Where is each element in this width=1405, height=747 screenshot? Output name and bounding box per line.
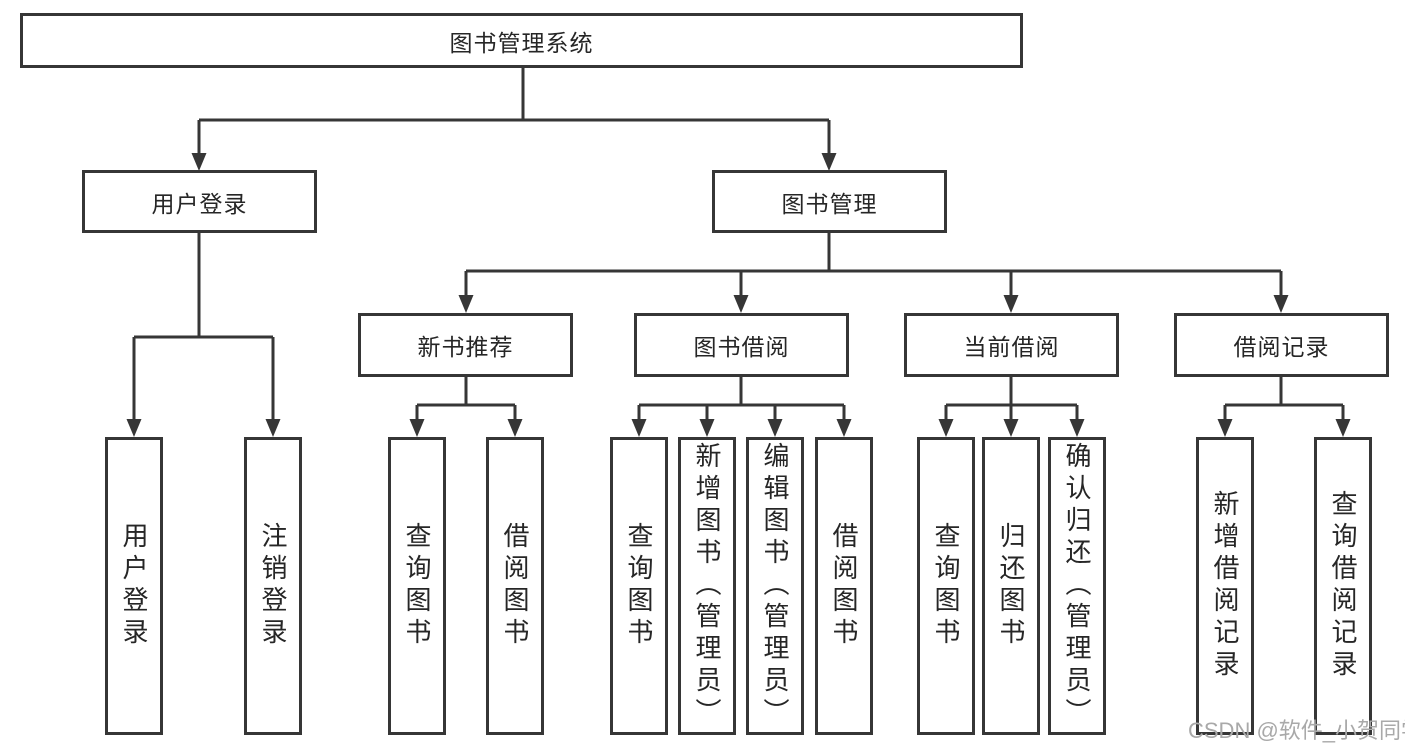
leaf-logout-label: 注销登录 bbox=[258, 522, 288, 650]
node-borrowing-records: 借阅记录 bbox=[1174, 313, 1389, 377]
leaf-user-login: 用户登录 bbox=[105, 437, 163, 735]
leaf-add-borrow-record: 新增借阅记录 bbox=[1196, 437, 1254, 735]
leaf-query-books-recommend: 查询图书 bbox=[388, 437, 446, 735]
csdn-watermark: CSDN @软件_小贺同学 bbox=[1188, 718, 1405, 743]
leaf-query-books-borrowing-label: 查询图书 bbox=[624, 522, 654, 650]
leaf-add-books-admin: 新增图书（管理员） bbox=[678, 437, 736, 735]
leaf-borrow-books-recommend: 借阅图书 bbox=[486, 437, 544, 735]
leaf-add-borrow-record-label: 新增借阅记录 bbox=[1210, 490, 1240, 682]
leaf-query-books-current: 查询图书 bbox=[917, 437, 975, 735]
leaf-query-books-current-label: 查询图书 bbox=[931, 522, 961, 650]
leaf-confirm-return-admin: 确认归还（管理员） bbox=[1048, 437, 1106, 735]
node-user-login: 用户登录 bbox=[82, 170, 317, 233]
node-library-management-system: 图书管理系统 bbox=[20, 13, 1023, 68]
leaf-confirm-return-admin-label: 确认归还（管理员） bbox=[1062, 442, 1092, 730]
leaf-query-borrow-record: 查询借阅记录 bbox=[1314, 437, 1372, 735]
node-new-book-recommendation: 新书推荐 bbox=[358, 313, 573, 377]
leaf-query-books-recommend-label: 查询图书 bbox=[402, 522, 432, 650]
node-book-management: 图书管理 bbox=[712, 170, 947, 233]
leaf-return-books: 归还图书 bbox=[982, 437, 1040, 735]
leaf-edit-books-admin: 编辑图书（管理员） bbox=[746, 437, 804, 735]
leaf-borrow-books-recommend-label: 借阅图书 bbox=[500, 522, 530, 650]
leaf-borrow-books-borrowing: 借阅图书 bbox=[815, 437, 873, 735]
leaf-query-borrow-record-label: 查询借阅记录 bbox=[1328, 490, 1358, 682]
leaf-logout: 注销登录 bbox=[244, 437, 302, 735]
arrowheads bbox=[126, 153, 1351, 437]
node-current-borrowing: 当前借阅 bbox=[904, 313, 1119, 377]
leaf-return-books-label: 归还图书 bbox=[996, 522, 1026, 650]
leaf-add-books-admin-label: 新增图书（管理员） bbox=[692, 442, 722, 730]
leaf-borrow-books-borrowing-label: 借阅图书 bbox=[829, 522, 859, 650]
leaf-edit-books-admin-label: 编辑图书（管理员） bbox=[760, 442, 790, 730]
leaf-query-books-borrowing: 查询图书 bbox=[610, 437, 668, 735]
leaf-user-login-label: 用户登录 bbox=[119, 522, 149, 650]
node-book-borrowing: 图书借阅 bbox=[634, 313, 849, 377]
